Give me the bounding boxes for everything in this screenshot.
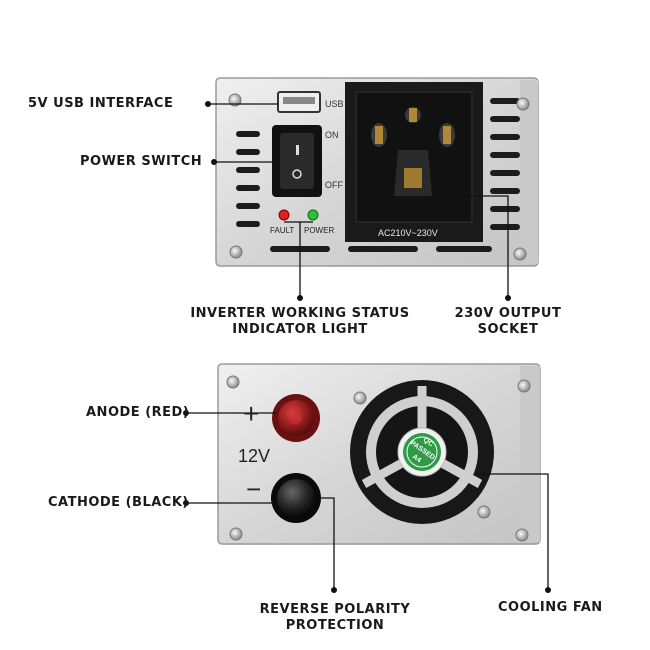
- usb-port-tongue: [283, 97, 315, 104]
- power-led-label: POWER: [304, 226, 335, 235]
- back-leader-lines: [186, 412, 549, 590]
- cathode-terminal[interactable]: [277, 479, 315, 517]
- power-led: [307, 209, 319, 221]
- reverse-polarity-callout: REVERSE POLARITY PROTECTION: [240, 602, 430, 634]
- power-switch-rocker: [280, 133, 314, 189]
- usb-callout: 5V USB INTERFACE: [28, 96, 174, 111]
- status-light-callout-line1: INVERTER WORKING STATUS: [190, 306, 410, 321]
- back-panel: [217, 363, 541, 545]
- screw-icon: [516, 97, 530, 111]
- anode-callout: ANODE (RED): [86, 405, 190, 420]
- screw-icon: [353, 391, 367, 405]
- screw-icon: [229, 527, 243, 541]
- fault-led-label: FAULT: [270, 226, 295, 235]
- usb-marker: USB: [325, 99, 344, 109]
- back-leader-dots: [183, 410, 551, 593]
- front-right-vents: [490, 98, 520, 230]
- cooling-fan-callout: COOLING FAN: [498, 600, 603, 615]
- screw-icon: [228, 93, 242, 107]
- minus-sign: −: [246, 474, 262, 504]
- reverse-polarity-callout-line1: REVERSE POLARITY: [259, 602, 411, 617]
- front-bottom-vents: [270, 246, 492, 252]
- socket-holes: [371, 107, 455, 196]
- status-light-callout-line2: INDICATOR LIGHT: [232, 322, 368, 337]
- reverse-polarity-callout-line2: PROTECTION: [285, 618, 385, 633]
- output-socket-callout-line2: SOCKET: [477, 322, 539, 337]
- screw-icon: [515, 528, 529, 542]
- cooling-fan: [350, 380, 494, 524]
- front-left-vents: [236, 131, 260, 227]
- front-leader-lines: [208, 103, 509, 298]
- front-right-flange: [520, 80, 538, 264]
- front-leader-dots: [205, 101, 511, 301]
- screw-icon: [226, 375, 240, 389]
- switch-off-label: OFF: [325, 180, 343, 190]
- cathode-callout: CATHODE (BLACK): [48, 495, 189, 510]
- switch-on-mark-icon: [296, 145, 299, 155]
- socket-rating-label: AC210V~230V: [378, 228, 438, 238]
- switch-off-mark-icon: [292, 169, 302, 179]
- voltage-label: 12V: [238, 446, 271, 466]
- screw-icon: [229, 245, 243, 259]
- fault-led: [278, 209, 290, 221]
- switch-on-label: ON: [325, 130, 339, 140]
- screw-icon: [477, 505, 491, 519]
- screw-icon: [517, 379, 531, 393]
- status-light-callout: INVERTER WORKING STATUS INDICATOR LIGHT: [190, 306, 410, 338]
- back-right-flange: [520, 366, 540, 542]
- plus-sign: +: [243, 398, 260, 429]
- output-socket-callout-line1: 230V OUTPUT: [454, 306, 562, 321]
- front-panel: [215, 77, 539, 267]
- output-socket-callout: 230V OUTPUT SOCKET: [448, 306, 568, 338]
- qc-sticker: [403, 433, 441, 471]
- screw-icon: [513, 247, 527, 261]
- power-switch-callout: POWER SWITCH: [80, 154, 203, 169]
